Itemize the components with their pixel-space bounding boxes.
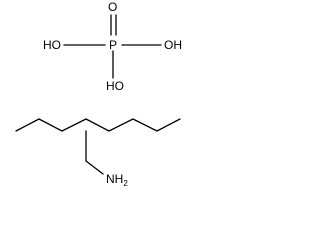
atom-phosphorus: P (109, 38, 117, 52)
structure-canvas: O P HO OH HO NH2 (15, 0, 182, 188)
atom-amine: NH2 (106, 172, 128, 188)
ethylhexylamine-main (15, 118, 181, 132)
atom-oxygen-top: O (108, 0, 117, 14)
hexyl-backbone (15, 118, 181, 132)
atom-hydroxyl-bottom: HO (106, 79, 124, 93)
amine-group: NH2 (85, 130, 128, 188)
chemical-structure-drawing: O P HO OH HO NH2 (15, 0, 182, 188)
atom-hydroxyl-right: OH (164, 38, 182, 52)
ch2-n-bond (85, 160, 104, 175)
phosphoric-acid: O P HO OH HO (43, 0, 182, 93)
amine-main-text: NH (106, 172, 123, 186)
amine-subscript: 2 (123, 179, 128, 188)
atom-hydroxyl-left: HO (43, 38, 61, 52)
